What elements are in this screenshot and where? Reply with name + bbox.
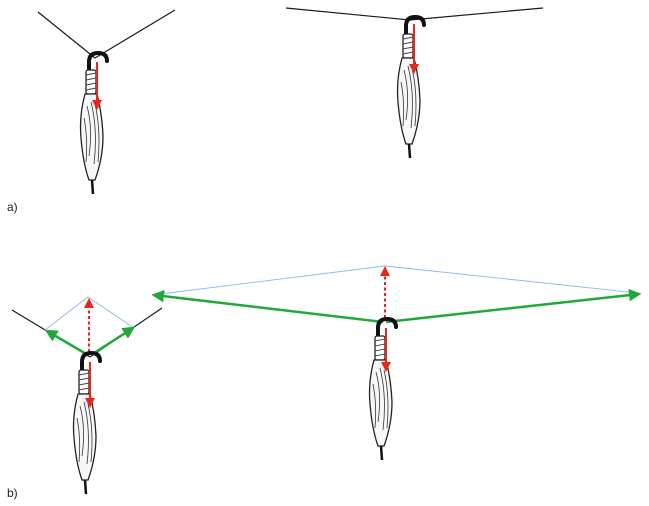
wire-right-a [94, 9, 176, 59]
wire-right-a2 [409, 7, 544, 21]
tension-arrow-right-b [90, 326, 136, 357]
umbrella-icon [78, 51, 109, 196]
tension-arrow-right-b2 [385, 288, 642, 324]
wire-left-a [37, 11, 96, 59]
panel-label-b: b) [7, 486, 18, 500]
construction-line [151, 265, 386, 296]
umbrella-icon [395, 15, 426, 160]
panel-a [37, 7, 544, 196]
tension-arrow-left-b2 [151, 289, 384, 324]
umbrella-icon [71, 351, 102, 496]
construction-line [384, 265, 639, 294]
wire-left-a2 [285, 7, 411, 21]
construction-line [44, 296, 89, 331]
umbrella-icon [367, 317, 398, 462]
tension-arrow-left-b [44, 329, 89, 357]
panel-b [11, 265, 642, 496]
panel-label-a: a) [7, 200, 18, 214]
construction-line [87, 296, 135, 329]
